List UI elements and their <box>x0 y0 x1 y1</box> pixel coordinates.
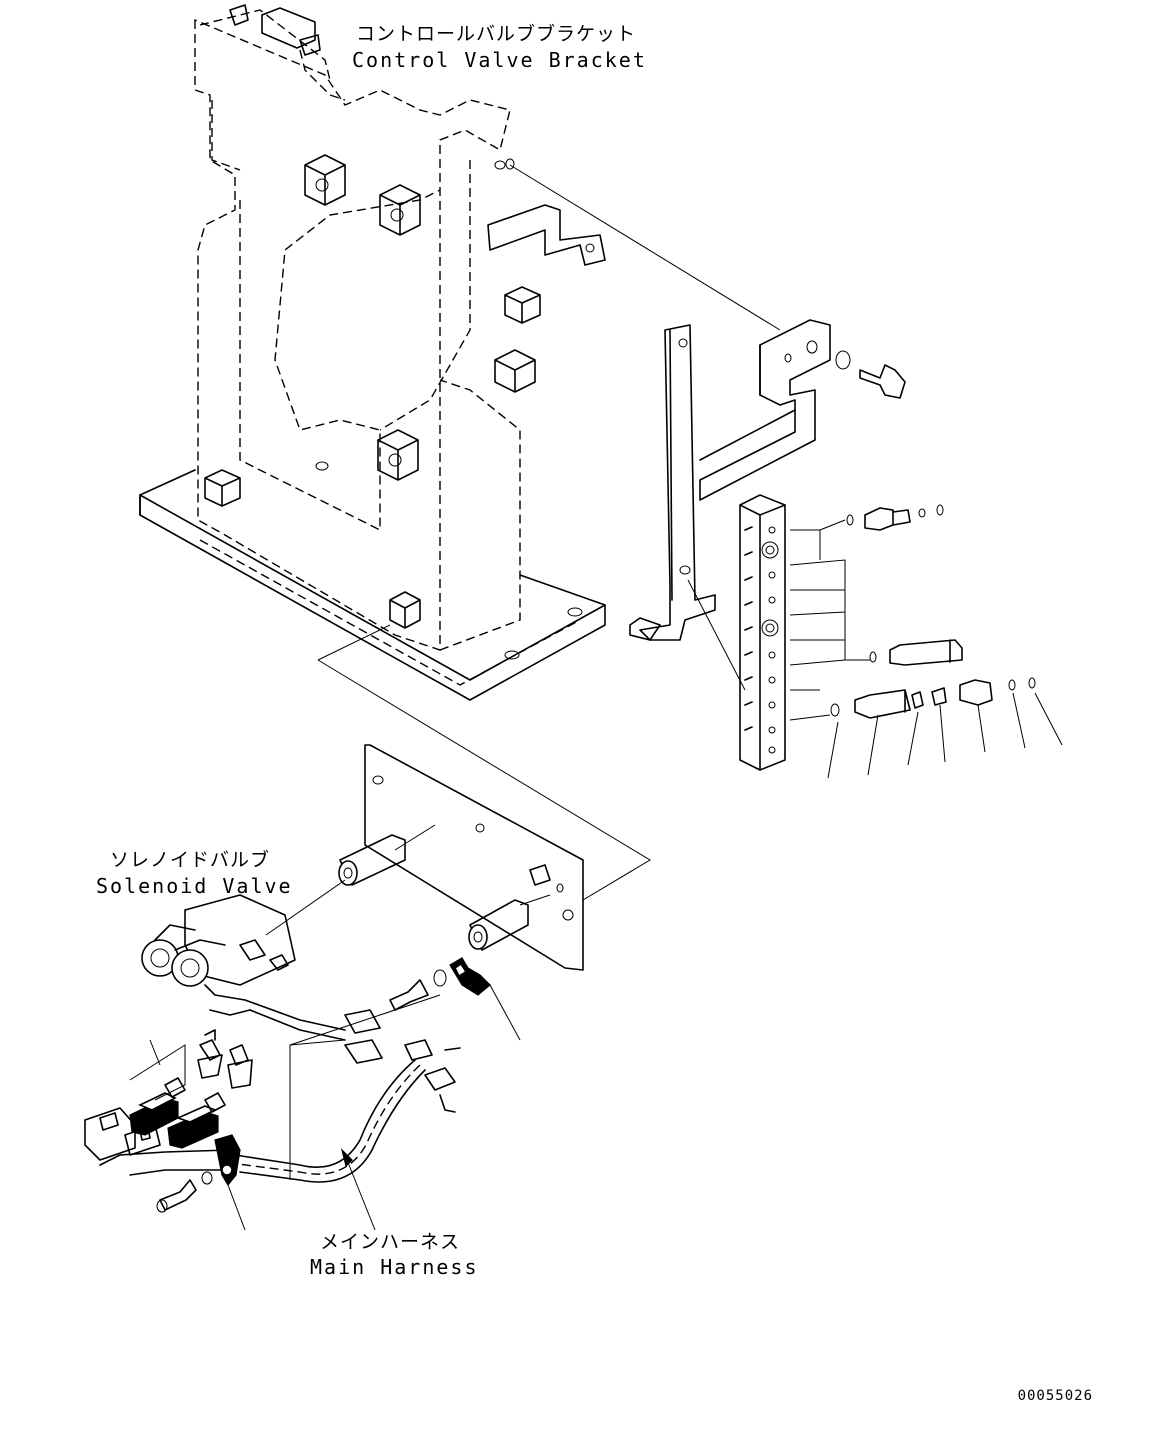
upper-clip-bracket <box>487 204 606 266</box>
bracket-label-jp: コントロールバルブブラケット <box>356 23 637 45</box>
harness-label-jp: メインハーネス <box>319 1231 460 1253</box>
solenoid-label-en: Solenoid Valve <box>96 874 293 898</box>
solenoid-valve <box>129 894 296 1149</box>
solenoid-mount-plate <box>265 624 651 1041</box>
bracket-label-en: Control Valve Bracket <box>352 48 647 72</box>
control-valve-bracket <box>139 4 606 701</box>
harness-label-en: Main Harness <box>310 1255 479 1279</box>
document-number: 00055026 <box>1017 1388 1093 1404</box>
main-harness <box>84 994 461 1231</box>
solenoid-label-jp: ソレノイドバルブ <box>109 849 270 871</box>
mounting-bracket <box>509 164 906 641</box>
manifold-block <box>687 494 1063 779</box>
